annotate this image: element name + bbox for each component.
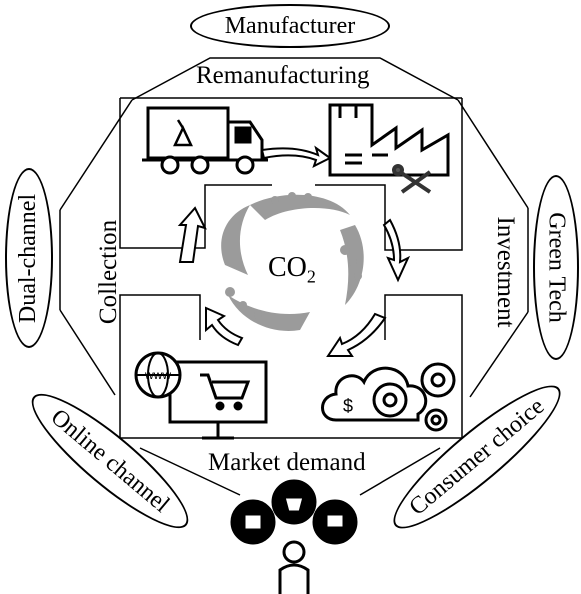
recycling-truck-icon [142,106,268,175]
investment-label: Investment [492,216,519,328]
factory-icon [328,103,450,177]
remanufacturing-label: Remanufacturing [196,62,370,89]
cloud-gears-icon [321,362,456,432]
manufacturer-node: Manufacturer [190,4,390,48]
consumer-choice-icon [230,479,358,594]
carbon-footprint-icon [221,192,364,331]
dollar-label: $ [343,396,354,416]
green-tech-node: Green Tech [533,175,579,360]
dual-channel-label: Dual-channel [15,193,42,323]
manufacturer-label: Manufacturer [224,12,356,39]
green-tech-label: Green Tech [543,212,570,323]
collection-label: Collection [95,219,122,325]
www-label: www [145,368,171,382]
online-shop-icon [134,351,268,440]
co2-label: CO2 [268,252,316,288]
market-demand-label: Market demand [208,449,366,476]
flow-arrow-top [260,145,332,168]
wrench-screwdriver-icon [392,164,432,194]
cycle-arrows [177,206,411,357]
dual-channel-node: Dual-channel [5,168,53,348]
co2-subscript: 2 [306,266,316,287]
co2-text: CO [268,252,307,283]
